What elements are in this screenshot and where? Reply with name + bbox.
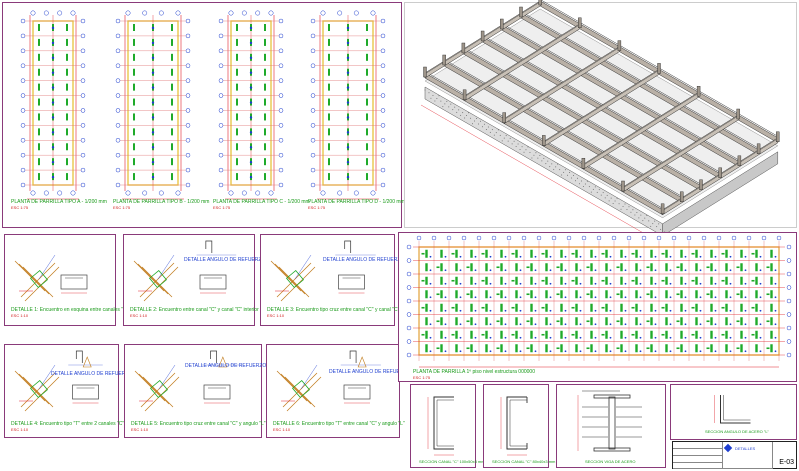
detail-drawing-2 [133,240,237,302]
section-panel-3: SECCION VIGA DE ACERO [556,384,666,468]
detail-callout-2: DETALLE ANGULO DE REFUERZO [184,257,266,263]
section-drawing-2 [500,396,528,456]
detail-drawing-5 [134,350,243,412]
section-panel-1: SECCION CANAL "C" 100x50x3 mm [410,384,485,468]
detail-callout-3: DETALLE ANGULO DE REFUERZO [323,257,405,263]
detail-panel-4: DETALLE ANGULO DE REFUERZO DETALLE 4: En… [4,344,132,438]
section-panel-2: SECCION CANAL "C" 80x40x3 mm [483,384,555,468]
detail-panel-6: DETALLE ANGULO DE REFUERZO DETALLE 6: En… [266,344,410,438]
detail-drawing-6 [276,350,381,412]
detail-drawing-1 [14,254,88,302]
section-drawing-4 [714,395,751,424]
title-block-title: DETALLES [735,446,756,451]
detail-panel-2: DETALLE ANGULO DE REFUERZO DETALLE 2: En… [123,234,265,326]
detail-caption-6: DETALLE 6: Encuentro tipo "T" entre cana… [273,421,405,432]
section-caption-1: SECCION CANAL "C" 100x50x3 mm [419,459,485,464]
detail-panel-5: DETALLE ANGULO DE REFUERZO DETALLE 5: En… [124,344,266,438]
detail-panel-3: DETALLE ANGULO DE REFUERZO DETALLE 3: En… [260,234,404,326]
detail-caption-5: DETALLE 5: Encuentro tipo cruz entre can… [131,421,266,432]
detail-caption-3: DETALLE 3: Encuentro tipo cruz entre can… [267,307,400,318]
title-block: DETALLES E-03 [672,441,797,469]
detail-callout-5: DETALLE ANGULO DE REFUERZO [185,363,267,369]
large-plan-panel: PLANTA DE PARRILLA 1º piso nivel estruct… [398,232,797,382]
detail-callout-6: DETALLE ANGULO DE REFUERZO [329,369,411,375]
large-plan-caption: PLANTA DE PARRILLA 1º piso nivel estruct… [413,369,535,380]
section-panel-4: SECCION ANGULO DE ACERO "L" [670,384,797,440]
section-caption-3: SECCION VIGA DE ACERO [585,459,636,464]
sheet-number: E-03 [779,459,794,466]
detail-panel-1: DETALLE 1: Encuentro en esquina entre ca… [4,234,128,326]
detail-caption-1: DETALLE 1: Encuentro en esquina entre ca… [11,307,129,318]
section-drawing-3 [577,390,642,452]
isometric-panel [404,0,797,242]
detail-caption-2: DETALLE 2: Encuentro entre canal "C" y c… [130,307,259,318]
detail-drawing-4 [14,350,103,412]
section-caption-4: SECCION ANGULO DE ACERO "L" [705,429,769,434]
detail-callout-4: DETALLE ANGULO DE REFUERZO [51,371,133,377]
detail-caption-4: DETALLE 4: Encuentro tipo "T" entre 2 ca… [11,421,125,432]
plans-drawing [20,10,386,200]
detail-drawing-3 [270,240,376,302]
section-caption-2: SECCION CANAL "C" 80x40x3 mm [492,459,556,464]
isometric-grid-drawing [420,0,780,242]
large-plan-drawing [406,235,792,368]
section-drawing-1 [427,396,454,456]
